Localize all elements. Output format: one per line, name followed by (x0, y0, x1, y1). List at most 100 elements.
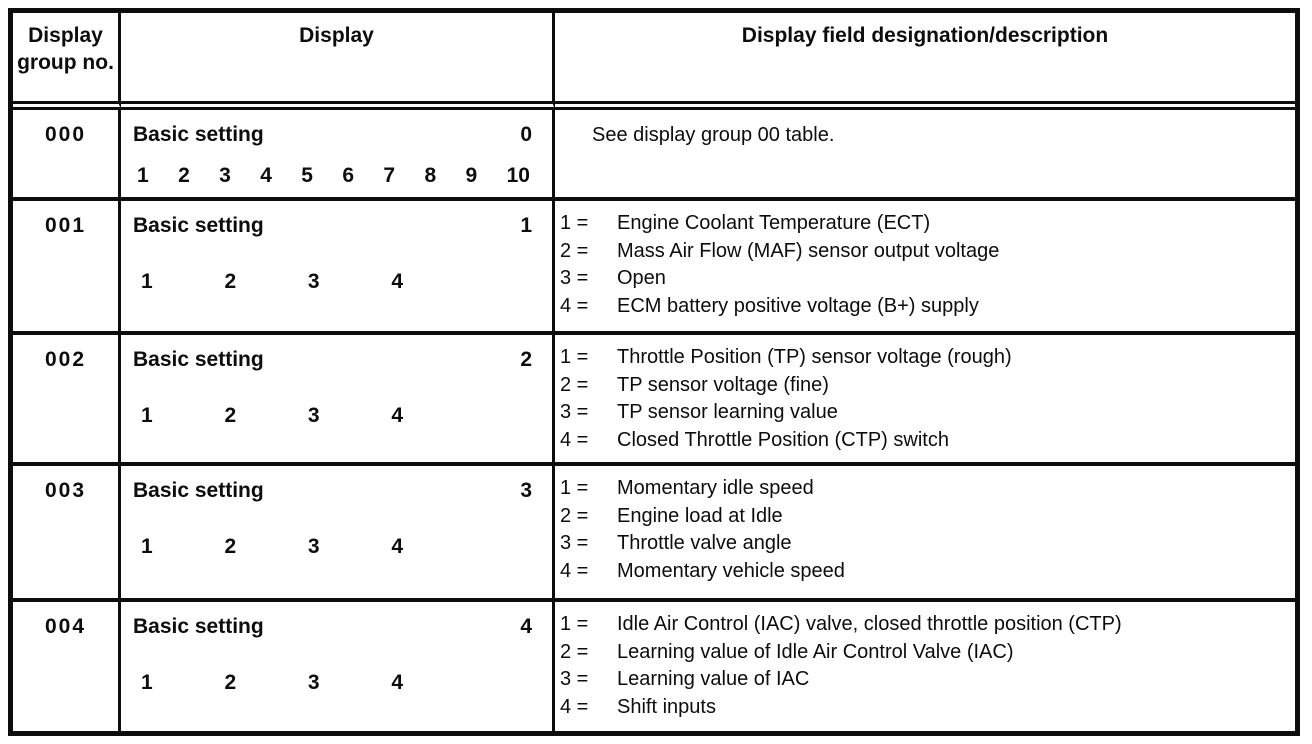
field-number: 2 = (560, 373, 589, 396)
field-position-digit: 4 (391, 404, 403, 427)
description-note: See display group 00 table. (592, 124, 835, 146)
display-cell: Basic setting 3 1 2 3 4 (121, 466, 555, 602)
field-text: Closed Throttle Position (CTP) switch (617, 428, 949, 451)
display-cell-top: Basic setting 4 (133, 615, 532, 639)
field-text: Engine Coolant Temperature (ECT) (617, 212, 931, 234)
field-position-digit: 3 (219, 164, 231, 187)
field-description-line: 1 = Idle Air Control (IAC) valve, closed… (560, 611, 1291, 639)
basic-setting-label: Basic setting (133, 214, 264, 237)
field-position-digit: 3 (307, 404, 320, 427)
display-group-value: 0 (520, 123, 532, 146)
field-position-digit: 9 (465, 164, 478, 187)
field-position-digit: 10 (506, 164, 530, 187)
field-text: Momentary idle speed (617, 477, 814, 499)
field-position-digit: 1 (141, 270, 153, 293)
field-position-row: 1 2 3 4 5 6 7 8 9 10 (137, 164, 530, 188)
field-position-digit: 1 (141, 404, 153, 427)
field-text: Idle Air Control (IAC) valve, closed thr… (617, 613, 1122, 635)
display-cell: Basic setting 0 1 2 3 4 5 6 7 8 9 10 (121, 110, 555, 201)
field-number: 1 = (560, 477, 589, 499)
display-group-value: 1 (520, 214, 532, 237)
field-position-digit: 1 (141, 535, 153, 558)
description-cell: 1 = Idle Air Control (IAC) valve, closed… (555, 602, 1295, 731)
field-text: Throttle Position (TP) sensor voltage (r… (617, 346, 1012, 368)
basic-setting-label: Basic setting (133, 123, 264, 146)
field-position-digit: 7 (383, 164, 396, 187)
field-number: 4 = (560, 695, 589, 718)
field-number: 2 = (560, 504, 589, 527)
field-number: 3 = (560, 401, 589, 423)
field-description-line: 1 = Engine Coolant Temperature (ECT) (560, 210, 1291, 238)
field-text: TP sensor learning value (617, 401, 838, 423)
field-description-line: 3 = Open (560, 265, 1291, 293)
field-number: 3 = (560, 532, 589, 554)
field-description-line: 2 = Learning value of Idle Air Control V… (560, 639, 1291, 667)
display-cell: Basic setting 2 1 2 3 4 (121, 335, 555, 466)
field-description-line: 4 = Closed Throttle Position (CTP) switc… (560, 427, 1291, 455)
field-description-line: 4 = Momentary vehicle speed (560, 558, 1291, 586)
field-description-line: 2 = Engine load at Idle (560, 503, 1291, 531)
basic-setting-label: Basic setting (133, 479, 264, 502)
display-cell-top: Basic setting 3 (133, 479, 532, 503)
field-text: Momentary vehicle speed (617, 559, 845, 582)
field-position-digit: 6 (342, 164, 354, 187)
field-number: 3 = (560, 668, 589, 690)
group-number-cell: 001 (13, 201, 121, 335)
field-text: Learning value of IAC (617, 668, 810, 690)
field-position-digit: 4 (391, 671, 403, 694)
display-group-value: 4 (520, 615, 532, 638)
display-groups-table: Display group no. Display Display field … (8, 8, 1300, 736)
field-position-row: 1 2 3 4 (141, 671, 403, 695)
field-description-line: 2 = Mass Air Flow (MAF) sensor output vo… (560, 238, 1291, 266)
field-description-line: 3 = Learning value of IAC (560, 666, 1291, 694)
field-position-digit: 3 (307, 671, 320, 694)
field-number: 3 = (560, 267, 589, 289)
field-text: Learning value of Idle Air Control Valve… (617, 640, 1014, 663)
field-text: Engine load at Idle (617, 504, 783, 527)
display-group-value: 3 (520, 479, 532, 502)
field-text: Shift inputs (617, 695, 716, 718)
field-position-row: 1 2 3 4 (141, 535, 403, 559)
field-description-line: 1 = Throttle Position (TP) sensor voltag… (560, 344, 1291, 372)
field-position-digit: 1 (137, 164, 149, 187)
field-description-line: 4 = ECM battery positive voltage (B+) su… (560, 293, 1291, 321)
field-position-digit: 3 (307, 270, 320, 293)
field-position-digit: 3 (307, 535, 320, 558)
field-position-digit: 4 (260, 164, 272, 187)
display-cell: Basic setting 4 1 2 3 4 (121, 602, 555, 731)
display-cell-top: Basic setting 0 (133, 123, 532, 147)
description-cell: 1 = Engine Coolant Temperature (ECT) 2 =… (555, 201, 1295, 335)
group-number-cell: 003 (13, 466, 121, 602)
field-text: TP sensor voltage (fine) (617, 373, 829, 396)
field-description-line: 2 = TP sensor voltage (fine) (560, 372, 1291, 400)
field-number: 2 = (560, 239, 589, 262)
field-position-digit: 2 (224, 535, 237, 558)
field-number: 4 = (560, 428, 589, 451)
field-text: ECM battery positive voltage (B+) supply (617, 294, 979, 317)
field-position-row: 1 2 3 4 (141, 270, 403, 294)
field-number: 1 = (560, 346, 589, 368)
description-cell: See display group 00 table. (555, 110, 1295, 201)
field-text: Throttle valve angle (617, 532, 792, 554)
field-position-digit: 2 (224, 404, 237, 427)
field-position-digit: 4 (391, 270, 403, 293)
header-display: Display (121, 13, 555, 110)
group-number-cell: 002 (13, 335, 121, 466)
display-group-value: 2 (520, 348, 532, 371)
description-cell: 1 = Throttle Position (TP) sensor voltag… (555, 335, 1295, 466)
header-display-field-designation: Display field designation/description (555, 13, 1295, 110)
field-text: Open (617, 267, 666, 289)
field-position-digit: 4 (391, 535, 403, 558)
display-cell-top: Basic setting 2 (133, 348, 532, 372)
header-display-group-no: Display group no. (13, 13, 121, 110)
field-description-line: 3 = TP sensor learning value (560, 399, 1291, 427)
group-number-cell: 004 (13, 602, 121, 731)
field-number: 1 = (560, 212, 589, 234)
field-number: 4 = (560, 294, 589, 317)
display-cell: Basic setting 1 1 2 3 4 (121, 201, 555, 335)
field-position-digit: 2 (224, 270, 237, 293)
field-number: 4 = (560, 559, 589, 582)
basic-setting-label: Basic setting (133, 615, 264, 638)
field-text: Mass Air Flow (MAF) sensor output voltag… (617, 239, 1000, 262)
field-position-row: 1 2 3 4 (141, 404, 403, 428)
